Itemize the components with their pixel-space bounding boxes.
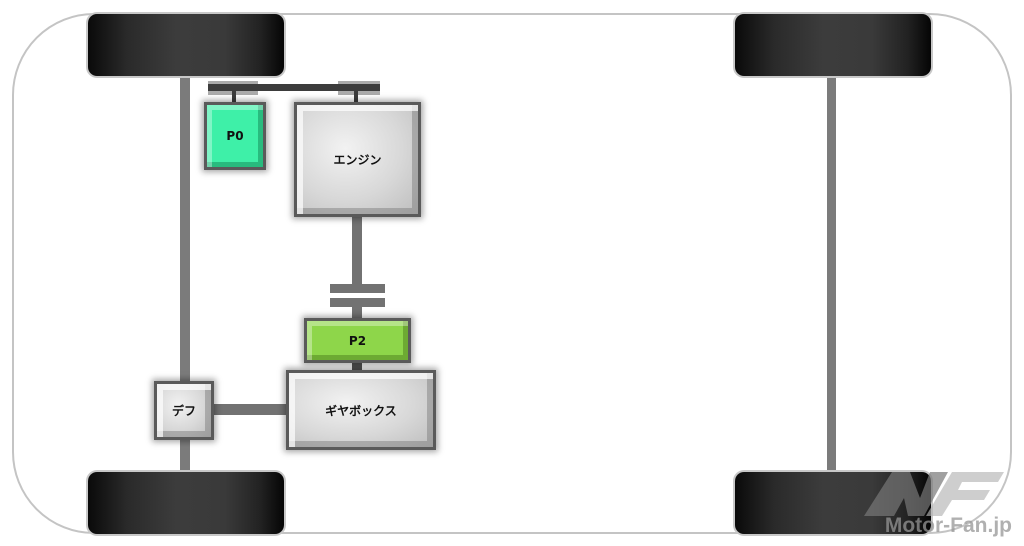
p0-pulley-shaft <box>232 91 236 103</box>
wheel-front-bottom <box>88 472 284 534</box>
front-axle <box>180 75 190 473</box>
rear-axle <box>827 75 836 473</box>
motor-fan-logo-icon <box>864 472 1004 516</box>
watermark-text: Motor-Fan.jp <box>884 514 1012 537</box>
differential: デフ <box>154 381 214 440</box>
p2-label: P2 <box>348 333 367 348</box>
engine-label: エンジン <box>333 153 382 167</box>
accessory-belt <box>208 84 380 91</box>
clutch-plate-lower <box>330 298 385 307</box>
clutch-plate-upper <box>330 284 385 293</box>
clutch-to-p2-shaft <box>352 307 362 319</box>
vehicle-body-outline <box>12 13 1012 534</box>
watermark: Motor-Fan.jp <box>862 468 1012 538</box>
engine-output-shaft <box>352 217 362 285</box>
p2-motor: P2 <box>304 318 411 363</box>
differential-label: デフ <box>171 404 196 418</box>
gearbox: ギヤボックス <box>286 370 436 450</box>
engine: エンジン <box>294 102 421 217</box>
p2-to-gearbox-shaft <box>352 362 362 372</box>
gearbox-to-diff-shaft <box>213 404 288 415</box>
engine-pulley-shaft <box>354 91 358 103</box>
gearbox-label: ギヤボックス <box>325 403 397 418</box>
wheel-rear-top <box>735 14 931 76</box>
p0-motor: P0 <box>204 102 266 170</box>
wheel-front-top <box>88 14 284 76</box>
p0-label: P0 <box>226 129 244 143</box>
